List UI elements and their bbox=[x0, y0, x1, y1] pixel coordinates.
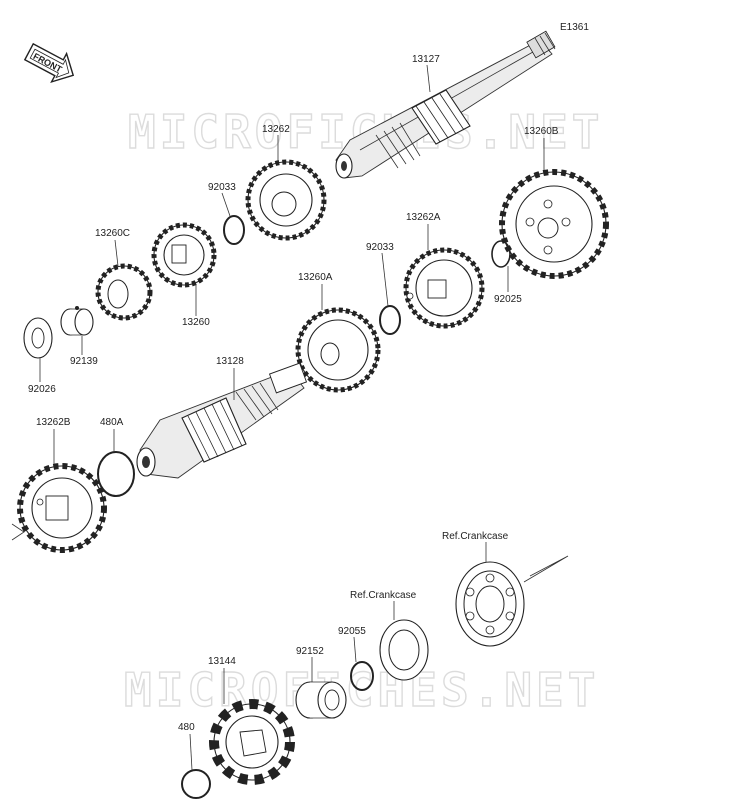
collar-92139 bbox=[60, 306, 94, 336]
oil-seal-ref-crankcase bbox=[379, 619, 429, 681]
label-13262: 13262 bbox=[262, 124, 290, 135]
label-13260b: 13260B bbox=[524, 126, 559, 137]
label-480a: 480A bbox=[100, 417, 124, 428]
label-ref-crankcase-upper: Ref.Crankcase bbox=[442, 531, 509, 542]
gear-13260a bbox=[295, 307, 381, 393]
washer-92025 bbox=[491, 240, 511, 268]
label-13260c: 13260C bbox=[95, 228, 130, 239]
label-92033-lower: 92033 bbox=[366, 242, 394, 253]
label-13144: 13144 bbox=[208, 656, 236, 667]
label-480: 480 bbox=[178, 722, 195, 733]
circlip-480 bbox=[181, 769, 211, 799]
circlip-480a bbox=[97, 451, 135, 497]
circlip-92033-lower bbox=[379, 305, 401, 335]
label-92026: 92026 bbox=[28, 384, 56, 395]
gear-13260b bbox=[499, 169, 609, 279]
label-92025: 92025 bbox=[494, 294, 522, 305]
label-ref-crankcase-lower: Ref.Crankcase bbox=[350, 590, 417, 601]
diagram-id: E1361 bbox=[560, 22, 589, 33]
collar-92152 bbox=[295, 681, 347, 719]
output-shaft-13127 bbox=[335, 30, 556, 179]
bearing-ref-crankcase bbox=[455, 561, 525, 647]
label-13260a: 13260A bbox=[298, 272, 333, 283]
front-arrow-icon: FRONT bbox=[23, 42, 75, 84]
label-92139: 92139 bbox=[70, 356, 98, 367]
o-ring-92055 bbox=[350, 661, 374, 691]
label-92152: 92152 bbox=[296, 646, 324, 657]
label-92033-upper: 92033 bbox=[208, 182, 236, 193]
label-13127: 13127 bbox=[412, 54, 440, 65]
gear-13262a bbox=[403, 247, 485, 329]
washer-92026 bbox=[23, 317, 53, 359]
label-13262b: 13262B bbox=[36, 417, 71, 428]
label-92055: 92055 bbox=[338, 626, 366, 637]
label-13128: 13128 bbox=[216, 356, 244, 367]
gear-13260 bbox=[151, 222, 217, 288]
label-13262a: 13262A bbox=[406, 212, 441, 223]
gear-13262b bbox=[17, 463, 107, 553]
label-13260: 13260 bbox=[182, 317, 210, 328]
sprocket-13144 bbox=[209, 699, 295, 785]
drive-shaft-13128 bbox=[136, 362, 308, 479]
gear-13260c bbox=[95, 263, 153, 321]
gear-13262 bbox=[245, 159, 327, 241]
circlip-92033-upper bbox=[223, 215, 245, 245]
